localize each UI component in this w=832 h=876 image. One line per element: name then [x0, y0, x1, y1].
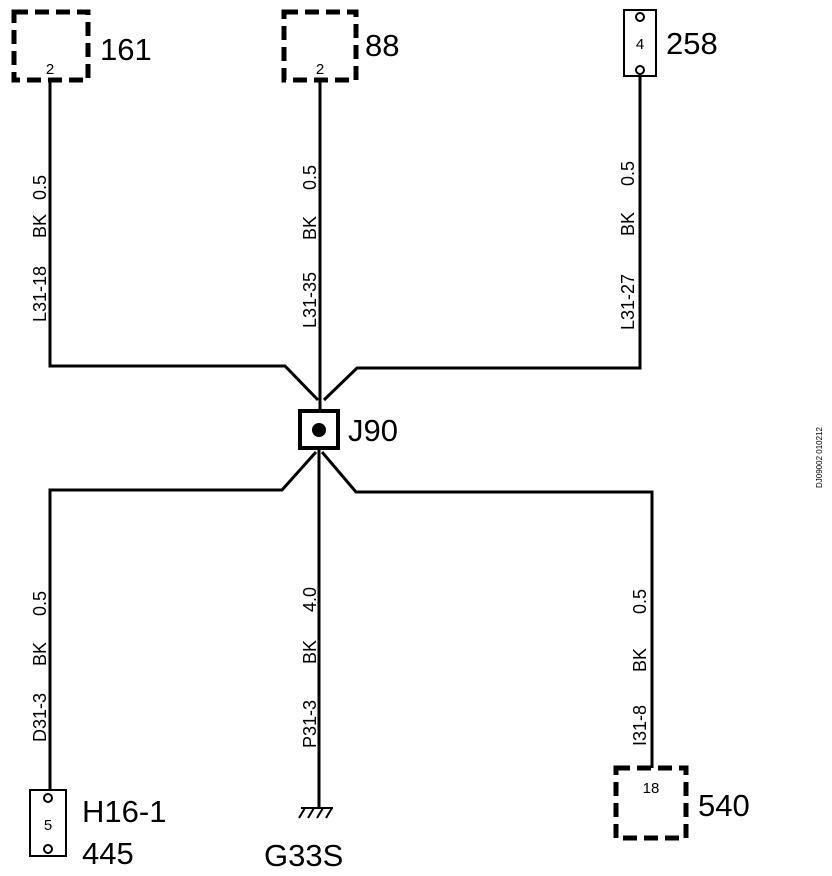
connector-88-ref: 88 [365, 28, 399, 63]
connector-445-terminal-top [43, 793, 53, 803]
splice-box [298, 409, 340, 450]
wire-258: 0.5 BK L31-27 [322, 74, 642, 402]
wire-161-circuit: L31-18 [30, 266, 50, 322]
connector-445-name: H16-1 [82, 794, 166, 829]
wire-161-path [48, 80, 320, 402]
splice-j90: J90 [298, 409, 398, 450]
connector-161-pin: 2 [46, 61, 54, 78]
connector-88-box [281, 9, 359, 83]
splice-dot [312, 423, 326, 437]
connector-540-box [613, 765, 689, 841]
wire-258-color: BK [618, 212, 638, 236]
connector-258-pin: 4 [636, 36, 644, 53]
connector-540-pin: 18 [643, 780, 660, 797]
wire-88-circuit: L31-35 [300, 272, 320, 328]
connector-88-pin: 2 [316, 61, 324, 78]
wire-161: 0.5 BK L31-18 [30, 80, 320, 402]
connector-258-terminal-top [635, 12, 645, 22]
ground-label: G33S [264, 838, 343, 873]
wire-88-size: 0.5 [300, 165, 320, 190]
connector-445-ref: 445 [82, 836, 134, 871]
connector-258: 4 258 [623, 9, 718, 77]
connector-540: 18 540 [613, 765, 750, 841]
wire-540-color: BK [630, 648, 650, 672]
connector-258-ref: 258 [666, 26, 718, 61]
wire-445-path [48, 450, 318, 790]
wire-258-size: 0.5 [618, 161, 638, 186]
connector-445-terminal-bottom [43, 844, 53, 854]
wire-540: 0.5 BK I31-8 [320, 451, 654, 768]
wire-88: 0.5 BK L31-35 [300, 80, 322, 412]
wire-ground-circuit: P31-3 [300, 700, 320, 748]
wire-161-size: 0.5 [30, 175, 50, 200]
wire-161-color: BK [30, 214, 50, 238]
connector-445-pin: 5 [44, 817, 52, 834]
wire-258-path [322, 74, 642, 402]
connector-161: 2 161 [11, 9, 152, 83]
wire-445: 0.5 BK D31-3 [30, 450, 318, 790]
wire-ground-color: BK [300, 640, 320, 664]
splice-label: J90 [348, 413, 398, 448]
wire-540-path [320, 451, 654, 768]
wire-445-size: 0.5 [30, 591, 50, 616]
wire-540-size: 0.5 [630, 589, 650, 614]
ground-g33s: G33S [264, 807, 343, 873]
connector-88: 2 88 [281, 9, 399, 83]
connector-540-ref: 540 [698, 788, 750, 823]
wire-445-circuit: D31-3 [30, 693, 50, 742]
wire-258-circuit: L31-27 [618, 274, 638, 330]
wire-540-circuit: I31-8 [630, 705, 650, 746]
wire-445-color: BK [30, 642, 50, 666]
connector-445: 5 H16-1 445 [29, 789, 166, 871]
ground-icon [298, 807, 333, 819]
figure-code: DJ09002 010212 [815, 427, 824, 488]
wire-88-color: BK [300, 216, 320, 240]
connector-161-ref: 161 [100, 32, 152, 67]
wire-ground: 4.0 BK P31-3 [300, 448, 321, 808]
wire-ground-size: 4.0 [300, 587, 320, 612]
connector-258-terminal-bottom [635, 65, 645, 75]
